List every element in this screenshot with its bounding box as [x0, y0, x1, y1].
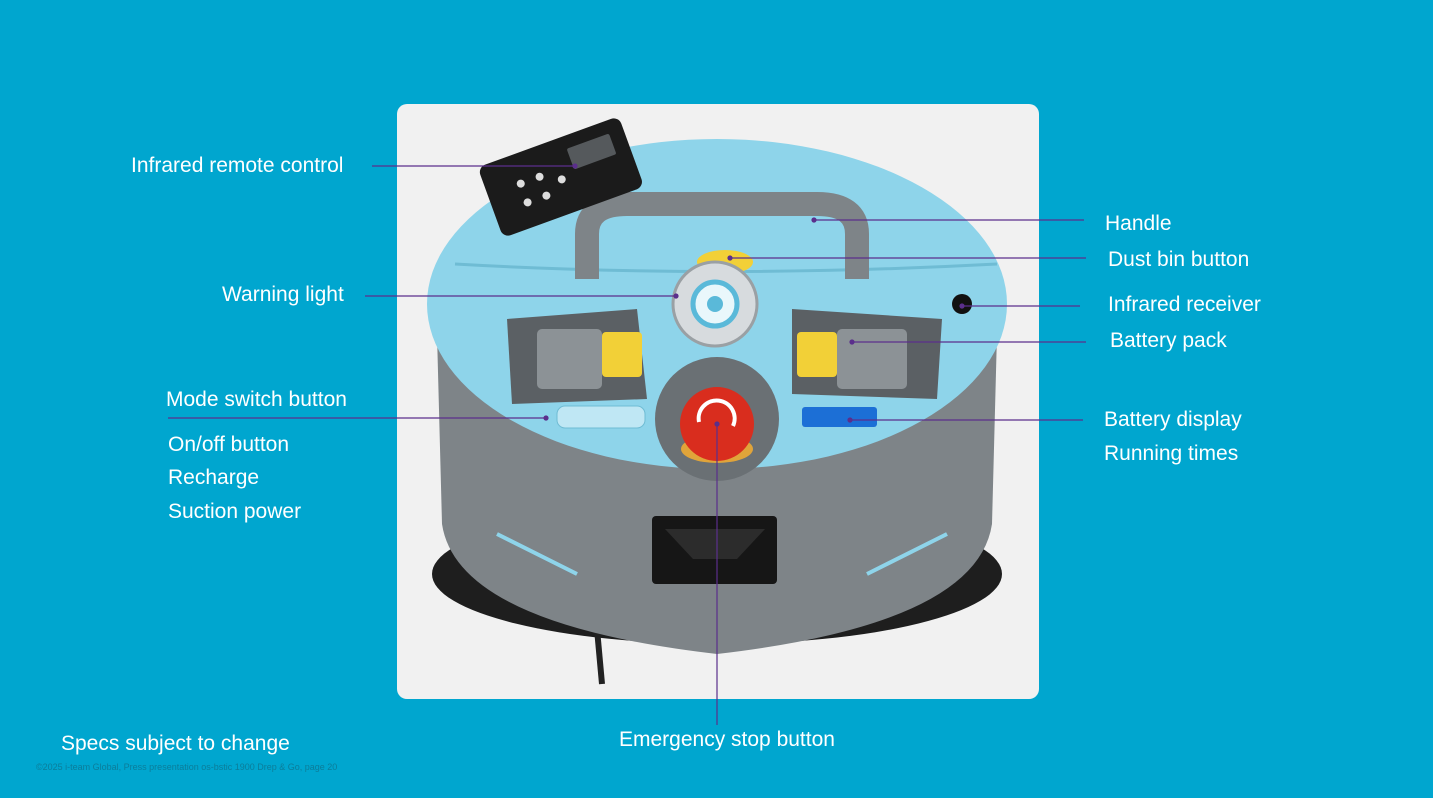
mode-switch-panel	[556, 405, 646, 429]
dot-ir-receiver	[959, 303, 965, 309]
dot-emergency-stop	[714, 421, 720, 427]
robot-illustration	[427, 118, 1007, 685]
label-battery-display: Battery display	[1104, 408, 1242, 431]
battery-display-shape	[802, 407, 877, 427]
label-emergency-stop: Emergency stop button	[619, 728, 835, 751]
dot-handle	[811, 217, 817, 223]
copyright-text: ©2025 i-team Global, Press presentation …	[36, 762, 338, 772]
side-brush-2	[594, 628, 605, 685]
battery-pack-right	[837, 329, 907, 389]
accent-strip-left	[496, 532, 578, 576]
dot-warning-light	[673, 293, 679, 299]
battery-pack-left	[537, 329, 602, 389]
front-opening-inner	[665, 529, 765, 559]
label-recharge: Recharge	[168, 466, 260, 489]
label-suction: Suction power	[168, 500, 302, 523]
label-handle: Handle	[1105, 212, 1172, 235]
accent-strip-right	[866, 532, 948, 576]
specs-note: Specs subject to change	[61, 732, 290, 755]
remote-control-shape	[479, 118, 642, 236]
label-dust-bin: Dust bin button	[1108, 248, 1250, 271]
dot-battery-display	[847, 417, 853, 423]
label-battery-pack: Battery pack	[1110, 329, 1227, 352]
label-remote-control: Infrared remote control	[131, 154, 344, 177]
battery-latch-left	[602, 332, 642, 377]
warning-light-center	[707, 296, 723, 312]
dot-mode-switch	[543, 415, 549, 421]
dot-battery-pack	[849, 339, 855, 345]
label-ir-receiver: Infrared receiver	[1108, 293, 1261, 316]
dot-remote-control	[572, 163, 578, 169]
label-running-times: Running times	[1104, 442, 1239, 465]
label-mode-switch: Mode switch button	[166, 388, 347, 411]
label-warning-light: Warning light	[222, 283, 344, 306]
emergency-stop-arrow	[696, 398, 737, 427]
handle-shape	[575, 192, 869, 279]
battery-latch-right	[797, 332, 837, 377]
robot-photo	[397, 104, 1039, 699]
label-on-off: On/off button	[168, 433, 290, 456]
dot-dust-bin	[727, 255, 733, 261]
